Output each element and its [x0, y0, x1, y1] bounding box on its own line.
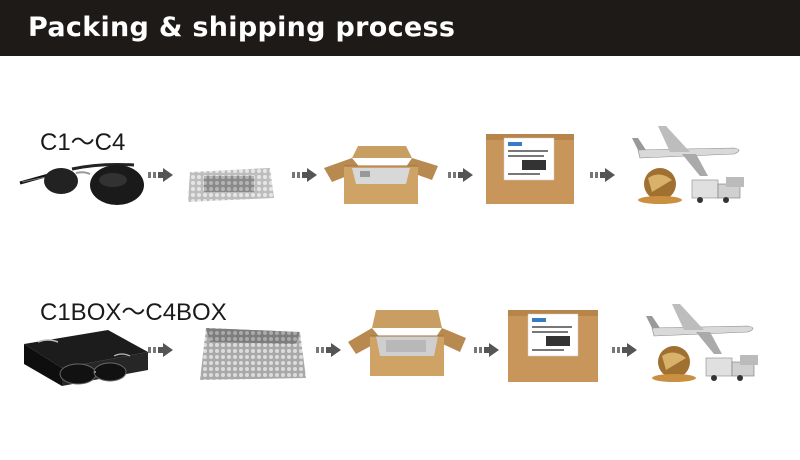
sealed-box-icon: [506, 308, 600, 384]
sunglasses-icon: [16, 155, 148, 215]
open-box-icon: [322, 140, 440, 208]
arrow-icon: [148, 343, 174, 357]
bubble-wrap-icon: [196, 324, 308, 384]
arrow-icon: [316, 343, 342, 357]
bubble-wrap-icon: [184, 162, 276, 206]
sealed-box-icon: [484, 132, 576, 206]
page-title: Packing & shipping process: [28, 12, 456, 43]
arrow-icon: [474, 343, 500, 357]
gift-box-icon: [18, 322, 152, 390]
arrow-icon: [612, 343, 638, 357]
row-label-c1box-c4box: C1BOX～C4BOX: [40, 299, 227, 326]
arrow-icon: [292, 168, 318, 182]
header-bar: Packing & shipping process: [0, 0, 800, 56]
arrow-icon: [448, 168, 474, 182]
shipping-icon: [644, 300, 762, 386]
open-box-icon: [346, 306, 468, 380]
row-label-c1-c4: C1～C4: [40, 129, 126, 156]
shipping-icon: [630, 122, 748, 208]
arrow-icon: [590, 168, 616, 182]
arrow-icon: [148, 168, 174, 182]
